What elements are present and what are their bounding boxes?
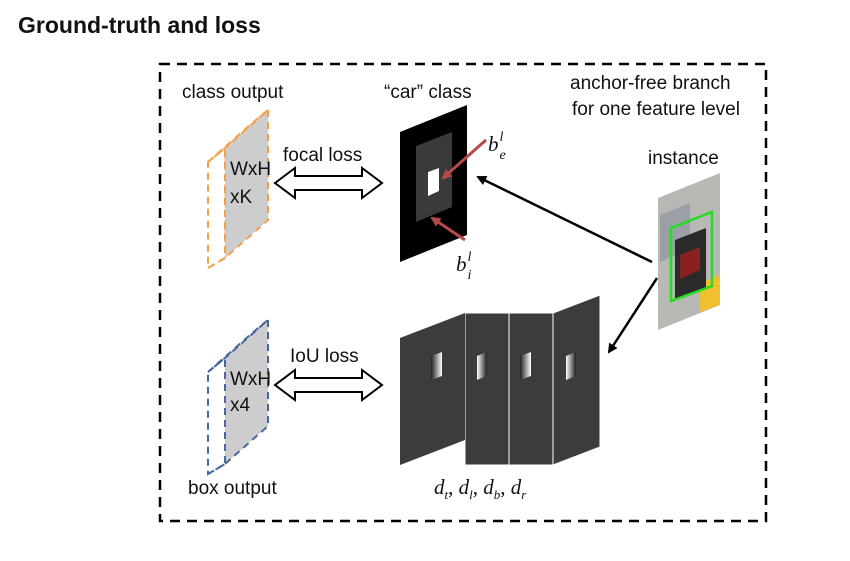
branch-label-line1: anchor-free branch — [570, 73, 731, 94]
box-map-dims-line1: WxH — [230, 369, 272, 390]
box-output-map — [207, 319, 269, 476]
iou-loss-double-arrow — [273, 368, 384, 402]
instance-to-box-arrow — [607, 277, 659, 354]
distance-labels: dt, dl, db, dr — [434, 475, 527, 503]
instance-image — [658, 173, 720, 330]
car-class-label: “car” class — [384, 82, 472, 103]
distance-map-l — [464, 312, 510, 466]
page-title: Ground-truth and loss — [18, 12, 261, 38]
focal-loss-double-arrow — [273, 166, 384, 200]
branch-frame — [158, 62, 768, 523]
class-output-label: class output — [182, 82, 284, 103]
class-map-dims-line2: xK — [230, 187, 253, 208]
class-map-dims-line1: WxH — [230, 159, 272, 180]
box-map-dims-line2: x4 — [230, 395, 251, 416]
distance-map-t — [400, 313, 465, 465]
instance-to-class-arrow — [476, 175, 653, 264]
instance-label: instance — [648, 148, 719, 169]
distance-maps — [400, 294, 601, 466]
iou-loss-label: IoU loss — [290, 346, 359, 367]
box-output-label: box output — [188, 478, 277, 499]
focal-loss-label: focal loss — [283, 145, 363, 166]
branch-label-line2: for one feature level — [572, 99, 740, 120]
class-output-map — [207, 109, 269, 270]
bi-arrow — [430, 216, 466, 242]
distance-map-r — [552, 294, 601, 466]
be-arrow — [441, 138, 487, 180]
car-class-map — [400, 105, 467, 262]
distance-map-b — [508, 312, 554, 466]
